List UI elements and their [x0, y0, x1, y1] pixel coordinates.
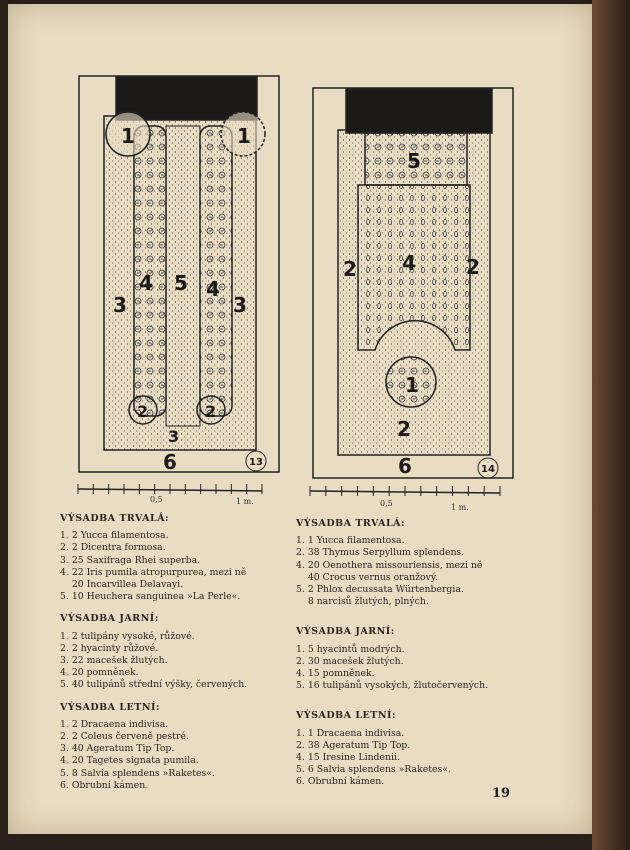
right-plant-list: VÝSADBA TRVALÁ:1. 1 Yucca filamentosa.2.… [296, 518, 488, 789]
section-title: VÝSADBA TRVALÁ: [296, 518, 406, 529]
plant-list: 1. 2 Yucca filamentosa.2. 2 Dicentra for… [60, 530, 247, 603]
plant-item: 3. 25 Saxifraga Rhei superba. [60, 554, 201, 566]
plan-label: 5 [407, 149, 421, 173]
plant-item: 5. 10 Heuchera sanguinea »La Perle«. [60, 591, 241, 603]
plant-item: 4. 20 pomněnek. [60, 667, 139, 679]
plan-label: 3 [233, 293, 247, 317]
left-plant-list: VÝSADBA TRVALÁ:1. 2 Yucca filamentosa.2.… [60, 513, 247, 792]
plant-list: 1. 1 Yucca filamentosa.2. 38 Thymus Serp… [296, 535, 488, 608]
plant-item: 1. 1 Dracaena indivisa. [296, 727, 405, 739]
plant-item: 5. 8 Salvia splendens »Raketes«. [60, 767, 215, 779]
plant-item: 4. 22 Iris pumila atropurpurea, mezi ně [60, 566, 247, 578]
plant-item: 2. 2 Coleus červeně pestré. [60, 731, 189, 743]
plan-label: 4 [206, 277, 220, 301]
plant-item: 1. 2 Yucca filamentosa. [60, 530, 169, 542]
scale-mid: 0,5 [150, 495, 163, 504]
scale-end: 1 m. [236, 497, 254, 506]
plan-label: 4 [402, 251, 416, 275]
plan-number: 14 [481, 464, 495, 475]
plant-item: 5. 6 Salvia splendens »Raketes«. [296, 764, 451, 776]
plant-item: 5. 40 tulipánů střední výšky, červených. [60, 679, 248, 691]
plan-label: 2 [466, 255, 480, 279]
plan-label: 2 [137, 402, 148, 421]
plan-label: 6 [398, 454, 412, 478]
plant-list: 1. 1 Dracaena indivisa.2. 38 Ageratum Ti… [296, 728, 488, 789]
plant-item: 2. 2 hyacinty růžové. [60, 642, 159, 654]
scale-mid: 0,5 [380, 499, 393, 508]
plant-item: 4. 20 Tagetes signata pumila. [60, 755, 199, 767]
plan-label: 1 [405, 373, 419, 397]
plant-item: 6. Obrubní kámen. [60, 779, 149, 791]
plant-list: 1. 2 Dracaena indivisa.2. 2 Coleus červe… [60, 719, 247, 792]
plan-14 [309, 87, 514, 494]
plan-label: 5 [174, 271, 188, 295]
plant-item: 8 narcisů žlutých, plných. [296, 596, 429, 608]
plan-label: 2 [205, 402, 216, 421]
plant-item: 4. 15 Iresine Lindenii. [296, 752, 400, 764]
section-title: VÝSADBA LETNÍ: [60, 701, 160, 713]
plant-item: 3. 40 Ageratum Tip Top. [60, 743, 175, 755]
plant-item: 3. 22 macešek žlutých. [60, 655, 168, 667]
plan-label: 6 [163, 450, 177, 474]
plant-item: 1. 2 Dracaena indivisa. [60, 718, 169, 730]
scale-end: 1 m. [451, 503, 469, 512]
plan-13 [77, 75, 280, 492]
plant-item: 5. 16 tulipánů vysokých, žlutočervených. [296, 680, 489, 692]
plant-item: 20 Incarvillea Delavayi. [60, 579, 184, 591]
plant-item: 6. Obrubní kámen. [296, 776, 385, 788]
plant-item: 2. 38 Ageratum Tip Top. [296, 739, 411, 751]
plan-label: 2 [343, 257, 357, 281]
plant-item: 5. 2 Phlox decussata Würtenbergia. [296, 584, 464, 596]
plan-label: 2 [397, 417, 411, 441]
plant-list: 1. 2 tulipány vysoké, růžové.2. 2 hyacin… [60, 631, 247, 692]
plant-item: 2. 38 Thymus Serpyllum splendens. [296, 547, 465, 559]
section-title: VÝSADBA LETNÍ: [296, 710, 396, 722]
plan-label: 3 [113, 293, 127, 317]
plant-item: 4. 15 pomněnek. [296, 668, 375, 680]
plant-item: 2. 30 macešek žlutých. [296, 655, 404, 667]
plant-item: 2. 2 Dicentra formosa. [60, 542, 166, 554]
plant-item: 40 Crocus vernus oranžový. [296, 571, 438, 583]
page-number: 19 [492, 786, 511, 801]
plant-item: 4. 20 Oenothera missouriensis, mezi ně [296, 559, 483, 571]
plan-label: 1 [121, 124, 135, 148]
plan-label: 1 [237, 124, 251, 148]
plant-item: 1. 2 tulipány vysoké, růžové. [60, 630, 195, 642]
plant-item: 1. 1 Yucca filamentosa. [296, 535, 405, 547]
plan-label: 3 [168, 427, 179, 446]
section-title: VÝSADBA TRVALÁ: [60, 513, 170, 524]
plan-number: 13 [249, 457, 263, 468]
plant-list: 1. 5 hyacintů modrých.2. 30 macešek žlut… [296, 644, 488, 693]
plan-label: 4 [139, 271, 153, 295]
section-title: VÝSADBA JARNÍ: [60, 613, 159, 625]
book-edge [592, 0, 630, 850]
plant-item: 1. 5 hyacintů modrých. [296, 643, 405, 655]
section-title: VÝSADBA JARNÍ: [296, 626, 395, 638]
